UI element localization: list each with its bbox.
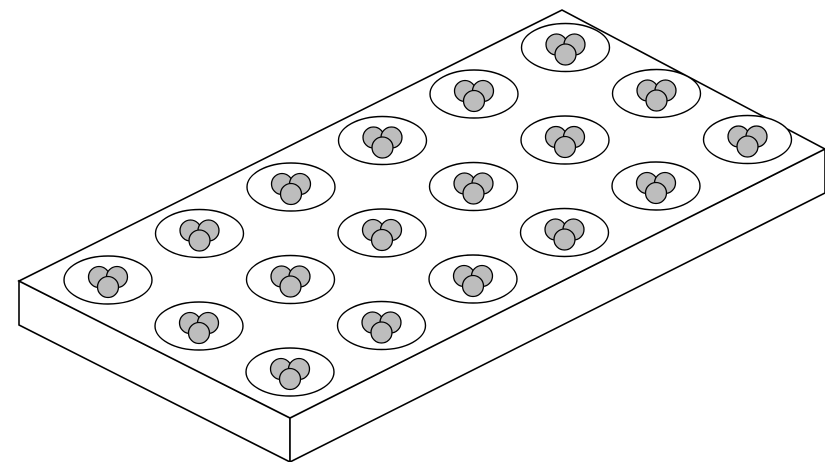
well-r1-c3 xyxy=(246,162,336,212)
well-r1-c5 xyxy=(429,69,519,119)
well-r2-c5 xyxy=(520,115,610,165)
well-r1-c4 xyxy=(337,115,428,166)
ball-3 xyxy=(96,275,120,299)
ball-3 xyxy=(553,228,576,251)
ball-3 xyxy=(554,43,577,66)
ball-3 xyxy=(644,181,668,205)
ball-3 xyxy=(278,367,302,391)
well-r3-c6 xyxy=(702,114,793,165)
ball-3 xyxy=(736,135,759,158)
ball-3 xyxy=(187,321,211,345)
ball-3 xyxy=(462,182,485,205)
well-r3-c3 xyxy=(428,254,518,304)
well-r3-c4 xyxy=(519,207,610,258)
ball-3 xyxy=(461,274,485,298)
ball-3 xyxy=(370,321,393,344)
ball-3 xyxy=(553,135,577,159)
well-r1-c2 xyxy=(154,208,245,259)
well-r2-c2 xyxy=(245,254,336,305)
well-r1-c1 xyxy=(63,255,153,305)
well-r2-c1 xyxy=(154,301,244,351)
well-r3-c2 xyxy=(336,300,427,351)
well-r2-c4 xyxy=(428,161,519,212)
well-r3-c1 xyxy=(245,347,335,397)
ball-3 xyxy=(370,228,394,252)
ball-3 xyxy=(371,136,394,159)
ball-3 xyxy=(279,182,303,206)
well-r1-c6 xyxy=(520,22,611,73)
well-r3-c5 xyxy=(611,161,701,211)
ball-3 xyxy=(188,229,211,252)
well-r2-c6 xyxy=(611,68,702,119)
ball-3 xyxy=(279,275,302,298)
well-r2-c3 xyxy=(337,208,427,258)
ball-3 xyxy=(645,89,668,112)
ball-3 xyxy=(462,89,486,113)
wells-layer xyxy=(63,22,793,397)
